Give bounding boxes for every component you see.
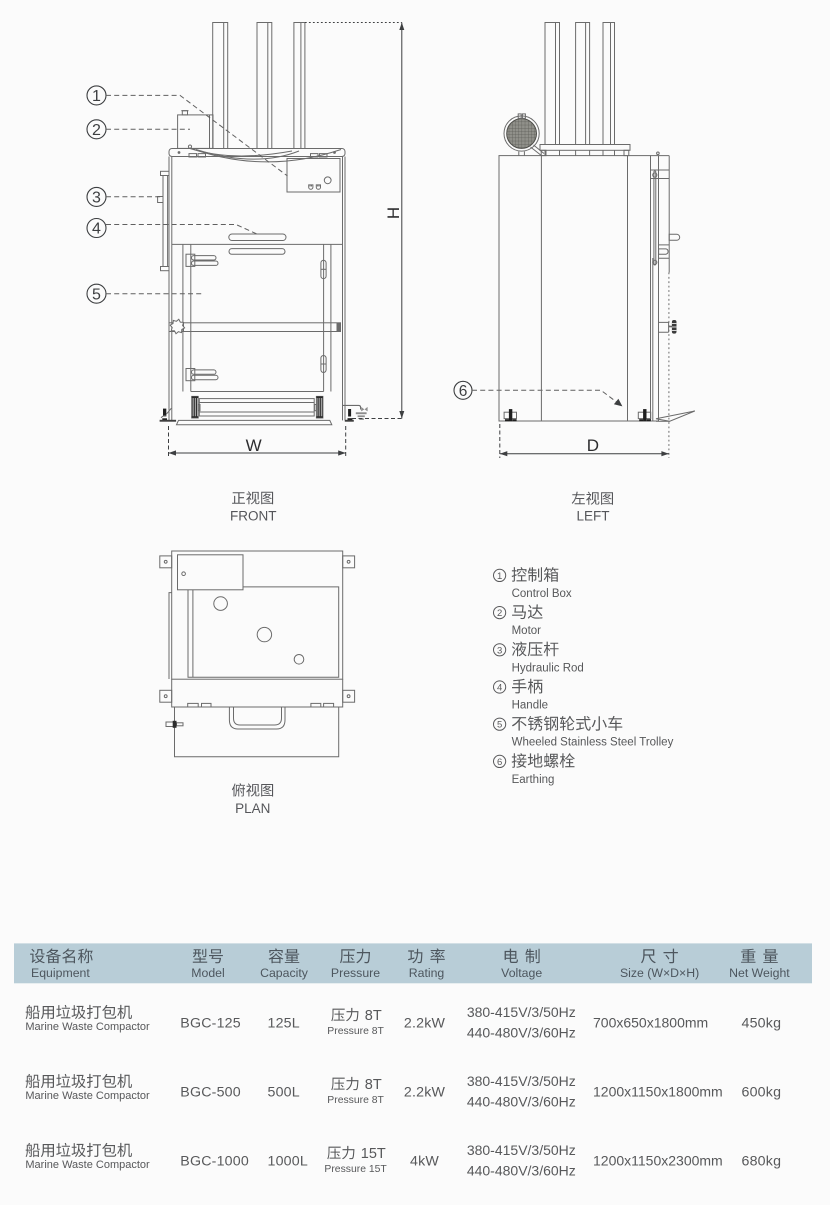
svg-text:4: 4 (92, 221, 101, 238)
svg-text:380-415V/3/50Hz: 380-415V/3/50Hz (467, 1142, 576, 1158)
svg-text:5: 5 (92, 286, 101, 303)
svg-text:700x650x1800mm: 700x650x1800mm (593, 1014, 708, 1030)
svg-text:6: 6 (497, 757, 502, 768)
svg-text:Marine Waste Compactor: Marine Waste Compactor (25, 1090, 150, 1102)
svg-text:LEFT: LEFT (576, 509, 609, 524)
svg-text:440-480V/3/60Hz: 440-480V/3/60Hz (467, 1024, 576, 1040)
svg-text:500L: 500L (268, 1084, 300, 1100)
svg-text:Size (W×D×H): Size (W×D×H) (620, 966, 699, 980)
svg-text:Rating: Rating (409, 966, 445, 980)
svg-text:125L: 125L (268, 1015, 300, 1031)
svg-text:FRONT: FRONT (230, 508, 277, 523)
svg-text:6: 6 (459, 383, 468, 400)
svg-text:Wheeled Stainless Steel Trolle: Wheeled Stainless Steel Trolley (512, 737, 674, 749)
svg-text:Earthing: Earthing (512, 774, 555, 786)
svg-text:5: 5 (497, 720, 502, 731)
svg-text:Marine Waste Compactor: Marine Waste Compactor (25, 1159, 150, 1171)
svg-text:2: 2 (497, 608, 502, 619)
svg-text:Pressure 15T: Pressure 15T (324, 1164, 387, 1175)
svg-text:Handle: Handle (512, 700, 548, 712)
svg-text:Control Box: Control Box (512, 588, 572, 600)
svg-text:440-480V/3/60Hz: 440-480V/3/60Hz (467, 1093, 576, 1109)
svg-text:2.2kW: 2.2kW (404, 1015, 446, 1031)
svg-text:Net Weight: Net Weight (729, 966, 790, 980)
svg-text:Marine Waste Compactor: Marine Waste Compactor (25, 1021, 150, 1033)
svg-text:4kW: 4kW (410, 1153, 439, 1169)
svg-text:D: D (587, 436, 599, 455)
svg-text:3: 3 (497, 645, 502, 656)
svg-text:Voltage: Voltage (501, 966, 542, 980)
svg-text:BGC-125: BGC-125 (180, 1015, 241, 1031)
svg-text:1200x1150x1800mm: 1200x1150x1800mm (593, 1083, 723, 1099)
svg-text:BGC-500: BGC-500 (180, 1084, 241, 1100)
svg-text:Pressure 8T: Pressure 8T (327, 1026, 384, 1037)
svg-text:8T: 8T (365, 1008, 382, 1024)
svg-text:450kg: 450kg (742, 1015, 782, 1031)
svg-text:1: 1 (92, 88, 101, 105)
svg-text:1: 1 (497, 571, 502, 582)
svg-text:380-415V/3/50Hz: 380-415V/3/50Hz (467, 1004, 576, 1020)
svg-text:2.2kW: 2.2kW (404, 1084, 446, 1100)
svg-text:2: 2 (92, 122, 101, 139)
svg-text:1200x1150x2300mm: 1200x1150x2300mm (593, 1152, 723, 1168)
svg-text:Motor: Motor (512, 625, 542, 637)
svg-text:680kg: 680kg (742, 1153, 782, 1169)
svg-text:Hydraulic Rod: Hydraulic Rod (512, 662, 584, 674)
svg-text:1000L: 1000L (268, 1153, 308, 1169)
svg-text:600kg: 600kg (742, 1084, 782, 1100)
svg-text:Model: Model (191, 966, 225, 980)
svg-text:4: 4 (497, 683, 502, 694)
svg-text:PLAN: PLAN (235, 801, 270, 816)
svg-text:H: H (384, 207, 403, 219)
svg-text:Pressure: Pressure (331, 966, 380, 980)
svg-text:Pressure 8T: Pressure 8T (327, 1095, 384, 1106)
svg-text:3: 3 (92, 190, 101, 207)
svg-text:380-415V/3/50Hz: 380-415V/3/50Hz (467, 1073, 576, 1089)
svg-text:15T: 15T (361, 1146, 386, 1162)
svg-text:8T: 8T (365, 1077, 382, 1093)
svg-text:440-480V/3/60Hz: 440-480V/3/60Hz (467, 1162, 576, 1178)
svg-text:Capacity: Capacity (260, 966, 309, 980)
svg-text:Equipment: Equipment (31, 966, 90, 980)
svg-text:BGC-1000: BGC-1000 (180, 1153, 249, 1169)
svg-text:W: W (246, 436, 262, 455)
